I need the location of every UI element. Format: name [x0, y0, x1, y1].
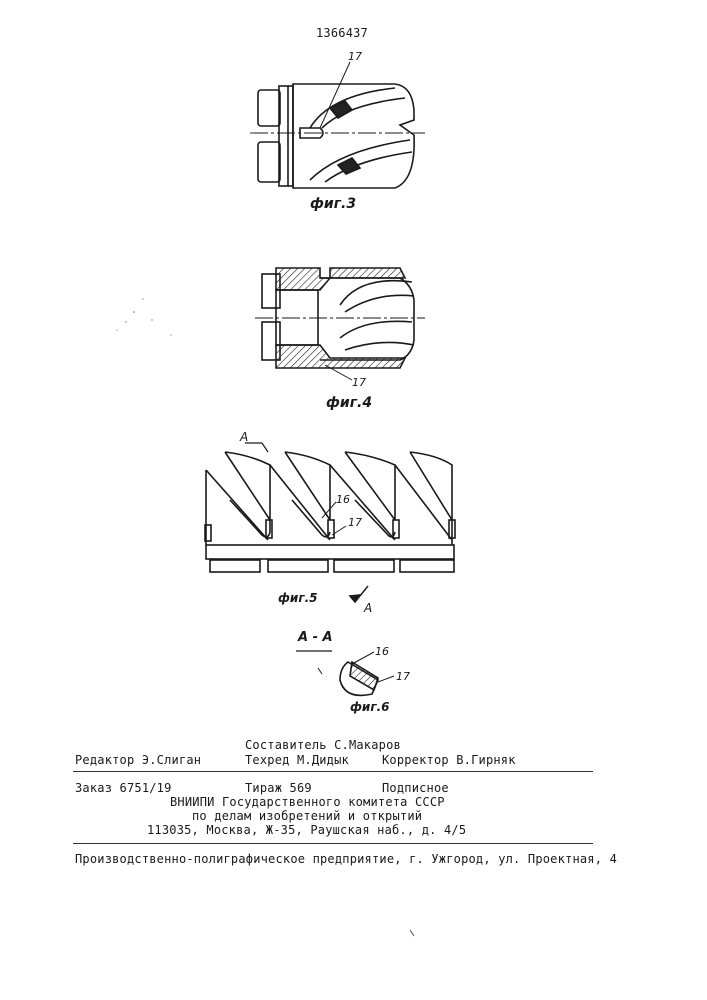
fig6-ref-17: 17: [396, 670, 410, 683]
scan-specks: [116, 298, 171, 335]
figure-3-drawing: [250, 62, 425, 188]
circulation: Тираж 569: [245, 781, 312, 795]
fig5-caption: фиг.5: [278, 591, 318, 605]
scan-mark: [410, 930, 414, 936]
fig6-caption: фиг.6: [350, 700, 390, 714]
fig3-ref-17: 17: [348, 50, 362, 63]
printer: Производственно-полиграфическое предприя…: [75, 852, 617, 866]
address: 113035, Москва, Ж-35, Раушская наб., д. …: [147, 823, 466, 837]
fig5-section-a-bottom: A: [363, 601, 372, 615]
fig4-ref-17: 17: [352, 376, 366, 389]
fig4-caption: фиг.4: [326, 395, 372, 411]
editor: Редактор Э.Слиган: [75, 753, 201, 767]
figure-4-drawing: [255, 268, 425, 380]
divider-bottom: [73, 843, 593, 844]
fig5-ref-16: 16: [336, 493, 350, 506]
techred: Техред М.Дидык: [245, 753, 349, 767]
org-line-2: по делам изобретений и открытий: [192, 809, 422, 823]
fig5-ref-17: 17: [348, 516, 362, 529]
divider-top: [73, 771, 593, 772]
fig6-ref-16: 16: [375, 645, 389, 658]
order: Заказ 6751/19: [75, 781, 172, 795]
subscription: Подписное: [382, 781, 449, 795]
compiler: Составитель С.Макаров: [245, 738, 401, 752]
org-line-1: ВНИИПИ Государственного комитета СССР: [170, 795, 445, 809]
fig6-section-title: A - A: [298, 630, 333, 645]
figure-5-drawing: [205, 443, 455, 602]
corrector: Корректор В.Гирняк: [382, 753, 516, 767]
fig5-section-a-top: A: [239, 430, 248, 444]
fig3-caption: фиг.3: [310, 196, 356, 212]
